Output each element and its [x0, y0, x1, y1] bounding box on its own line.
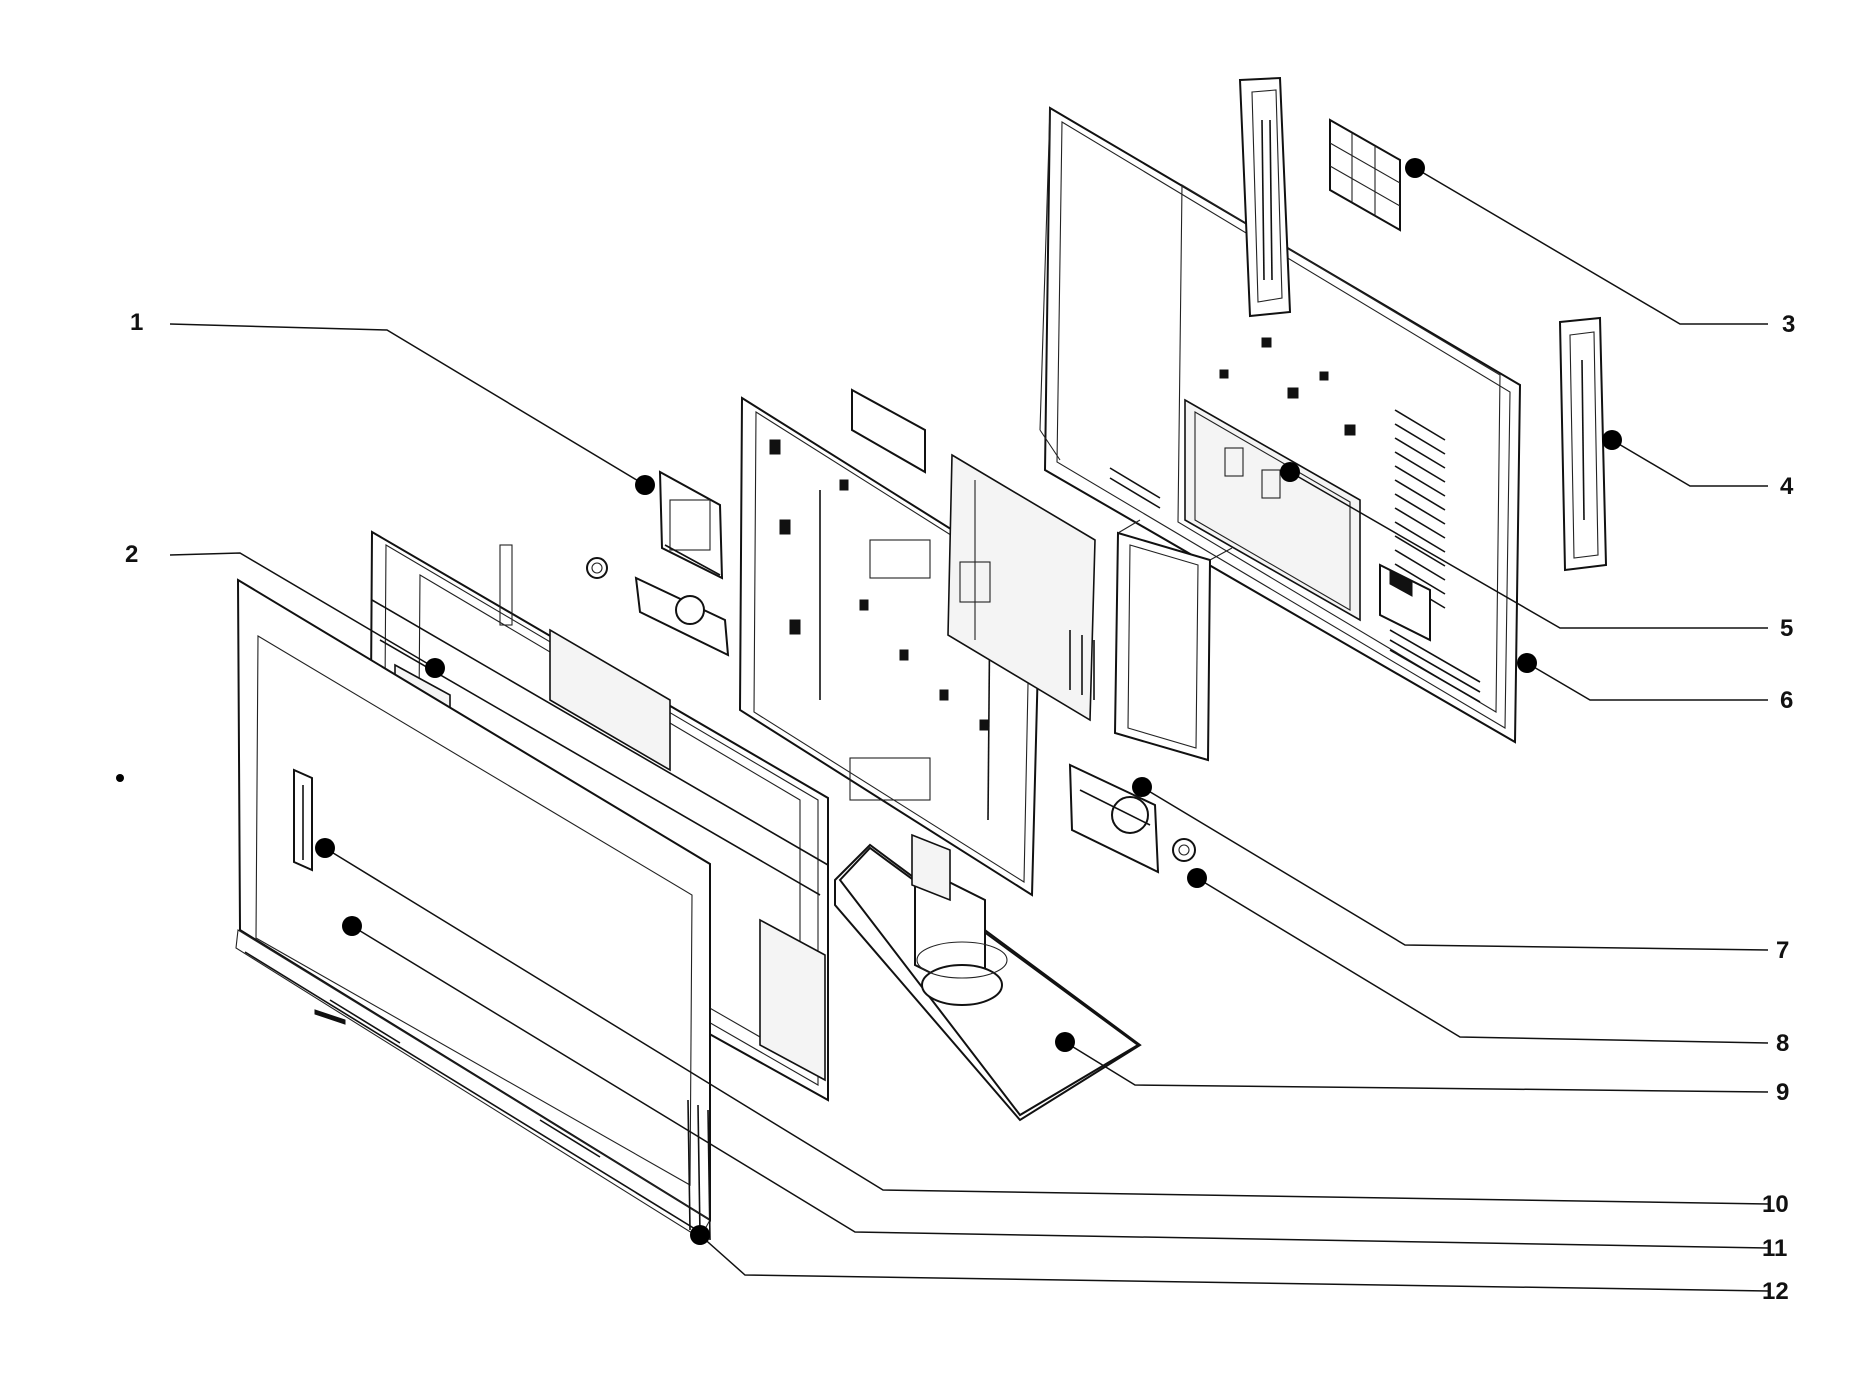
callout-label-11: 11 — [1762, 1235, 1787, 1262]
top-bracket — [1238, 76, 1292, 318]
callout-label-10: 10 — [1762, 1191, 1789, 1218]
leader-9 — [1064, 1041, 1769, 1093]
callout-label-12: 12 — [1762, 1278, 1789, 1305]
leader-7 — [1141, 786, 1769, 951]
speaker-bracket-right — [1068, 763, 1196, 874]
leader-11 — [351, 925, 1769, 1249]
callout-dot-7 — [1132, 777, 1152, 797]
metal-chassis — [738, 388, 1096, 897]
callout-labels: 1 2 3 4 5 6 7 8 9 10 11 12 — [125, 309, 1795, 1305]
grille-panel — [1329, 118, 1401, 232]
callout-dot-6 — [1517, 653, 1537, 673]
stand-base — [834, 833, 1142, 1122]
callout-label-2: 2 — [125, 541, 138, 568]
callout-label-4: 4 — [1780, 473, 1794, 500]
speaker-bracket-left — [586, 470, 730, 657]
callout-dot-5 — [1280, 462, 1300, 482]
leader-12 — [699, 1234, 1769, 1292]
callout-label-6: 6 — [1780, 687, 1793, 714]
callout-dot-3 — [1405, 158, 1425, 178]
leader-4 — [1611, 439, 1768, 487]
callout-label-7: 7 — [1776, 937, 1789, 964]
leader-8 — [1196, 877, 1769, 1044]
callout-dot-11 — [342, 916, 362, 936]
leader-1 — [169, 323, 646, 486]
callout-dot-4 — [1602, 430, 1622, 450]
callout-label-5: 5 — [1780, 615, 1793, 642]
callout-label-8: 8 — [1776, 1030, 1789, 1057]
leader-lines — [169, 167, 1769, 1292]
leader-6 — [1526, 662, 1768, 701]
side-speaker — [1558, 316, 1608, 572]
callout-label-1: 1 — [130, 309, 143, 336]
callout-dot-10 — [315, 838, 335, 858]
callout-dots — [116, 158, 1622, 1245]
leader-5 — [1289, 471, 1768, 629]
callout-label-3: 3 — [1782, 311, 1795, 338]
callout-dot-12 — [690, 1225, 710, 1245]
stray-mark — [116, 774, 124, 782]
leader-2 — [169, 552, 436, 669]
front-bezel — [235, 578, 711, 1241]
callout-dot-9 — [1055, 1032, 1075, 1052]
rear-cover — [1039, 106, 1522, 744]
callout-dot-2 — [425, 658, 445, 678]
leader-3 — [1414, 167, 1768, 325]
leader-10 — [324, 847, 1769, 1205]
callout-dot-8 — [1187, 868, 1207, 888]
stand-box — [1113, 519, 1233, 762]
callout-label-9: 9 — [1776, 1079, 1789, 1106]
callout-dot-1 — [635, 475, 655, 495]
